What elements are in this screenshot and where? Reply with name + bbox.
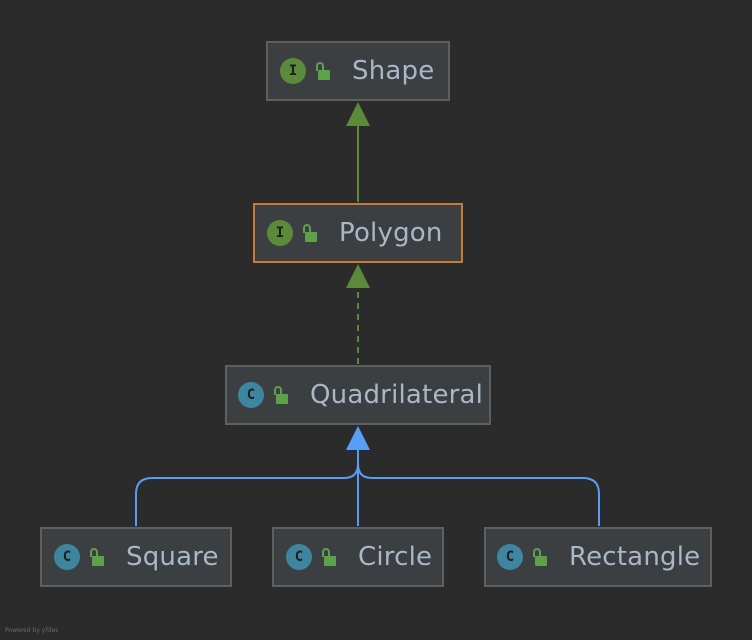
node-label: Rectangle <box>569 542 701 572</box>
arrowhead-quadrilateral <box>346 426 370 450</box>
unlocked-icon <box>533 548 547 566</box>
unlocked-icon <box>274 386 288 404</box>
unlocked-icon <box>316 62 330 80</box>
interface-icon: I <box>280 58 306 84</box>
node-label: Circle <box>358 542 433 572</box>
class-icon: C <box>497 544 523 570</box>
unlocked-icon <box>303 224 317 242</box>
class-icon: C <box>286 544 312 570</box>
arrowhead-polygon <box>346 264 370 288</box>
node-label: Polygon <box>339 218 443 248</box>
node-circle[interactable]: C Circle <box>272 527 444 587</box>
node-square[interactable]: C Square <box>40 527 232 587</box>
class-icon: C <box>238 382 264 408</box>
unlocked-icon <box>90 548 104 566</box>
footer-credit: Powered by yFiles <box>5 627 59 634</box>
node-label: Quadrilateral <box>310 380 484 410</box>
class-icon: C <box>54 544 80 570</box>
node-label: Shape <box>352 56 435 86</box>
node-shape[interactable]: I Shape <box>266 41 450 101</box>
interface-icon: I <box>267 220 293 246</box>
unlocked-icon <box>322 548 336 566</box>
node-polygon[interactable]: I Polygon <box>253 203 463 263</box>
node-quadrilateral[interactable]: C Quadrilateral <box>225 365 491 425</box>
edge-square-quadrilateral <box>135 448 359 526</box>
edge-rectangle-quadrilateral <box>357 448 600 526</box>
arrowhead-shape <box>346 102 370 126</box>
node-rectangle[interactable]: C Rectangle <box>484 527 712 587</box>
node-label: Square <box>126 542 219 572</box>
